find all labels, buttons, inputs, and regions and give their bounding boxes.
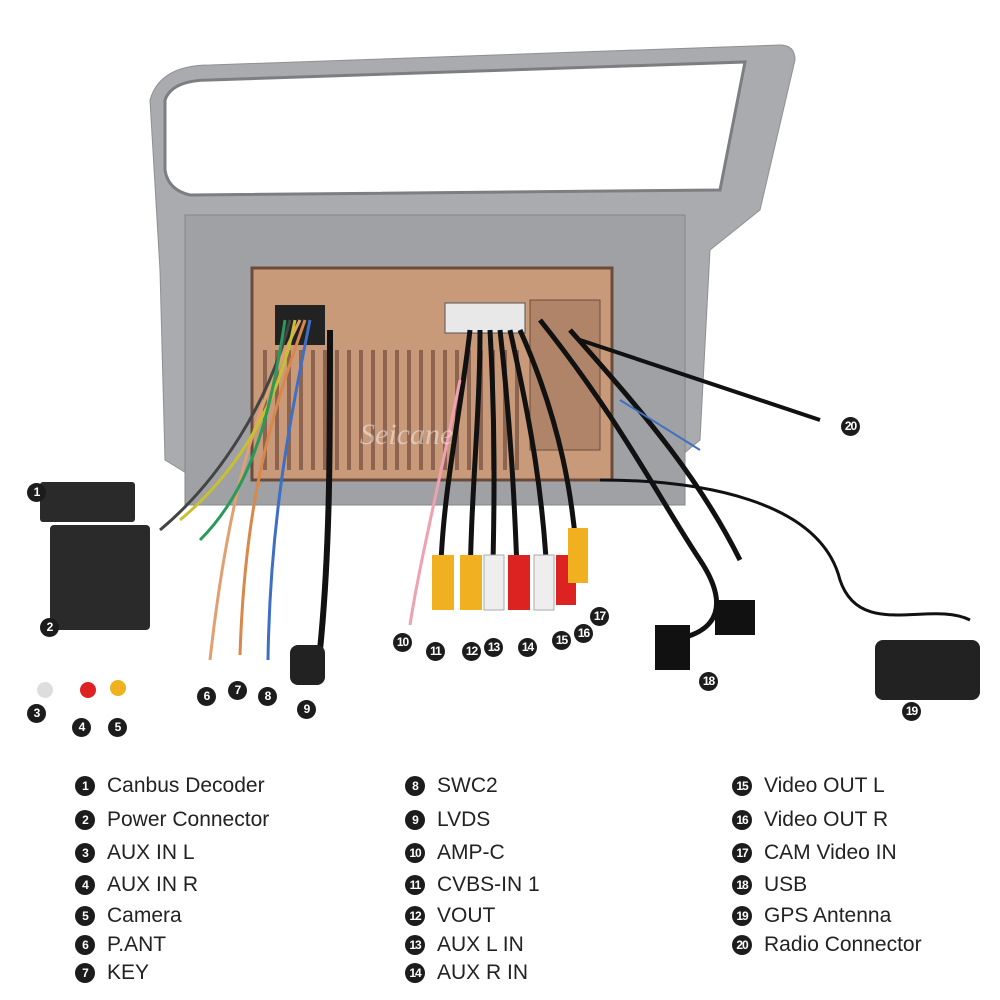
legend-item: 19 GPS Antenna [732, 904, 891, 928]
legend-number-badge: 18 [732, 875, 752, 895]
legend-item: 6 P.ANT [75, 933, 166, 957]
legend-label: Video OUT L [764, 774, 885, 797]
legend-number-badge: 13 [405, 935, 425, 955]
legend-item: 13 AUX L IN [405, 933, 524, 957]
legend-label: SWC2 [437, 774, 498, 797]
legend-number-badge: 16 [732, 810, 752, 830]
legend-label: Radio Connector [764, 933, 922, 956]
legend-item: 1 Canbus Decoder [75, 774, 265, 798]
legend-number-badge: 5 [75, 906, 95, 926]
legend-item: 14 AUX R IN [405, 961, 528, 985]
legend-item: 3 AUX IN L [75, 841, 195, 865]
radio-unit-chassis [250, 266, 614, 482]
callout-marker-20: 20 [841, 417, 860, 436]
legend-item: 7 KEY [75, 961, 149, 985]
legend-item: 4 AUX IN R [75, 873, 198, 897]
legend-label: P.ANT [107, 933, 167, 956]
callout-marker-6: 6 [197, 687, 216, 706]
legend-item: 12 VOUT [405, 904, 495, 928]
legend-number-badge: 14 [405, 963, 425, 983]
legend-number-badge: 3 [75, 843, 95, 863]
callout-marker-17: 17 [590, 607, 609, 626]
legend-item: 18 USB [732, 873, 807, 897]
callout-marker-7: 7 [228, 681, 247, 700]
connectors [37, 482, 980, 700]
legend-number-badge: 1 [75, 776, 95, 796]
legend-label: CVBS-IN 1 [437, 873, 540, 896]
legend-number-badge: 15 [732, 776, 752, 796]
legend-number-badge: 7 [75, 963, 95, 983]
legend-label: KEY [107, 961, 150, 984]
legend-number-badge: 2 [75, 810, 95, 830]
watermark: Seicane [360, 418, 454, 451]
legend-item: 20 Radio Connector [732, 933, 922, 957]
callout-marker-11: 11 [426, 642, 445, 661]
legend-item: 16 Video OUT R [732, 808, 888, 832]
legend-item: 11 CVBS-IN 1 [405, 873, 540, 897]
legend-item: 5 Camera [75, 904, 182, 928]
legend-label: CAM Video IN [764, 841, 897, 864]
callout-marker-13: 13 [484, 638, 503, 657]
callout-marker-18: 18 [699, 672, 718, 691]
legend-label: AMP-C [437, 841, 505, 864]
legend-number-badge: 9 [405, 810, 425, 830]
legend-label: GPS Antenna [764, 904, 892, 927]
callout-marker-10: 10 [393, 633, 412, 652]
legend-item: 8 SWC2 [405, 774, 498, 798]
callout-marker-4: 4 [72, 718, 91, 737]
callout-marker-16: 16 [574, 624, 593, 643]
legend-label: Canbus Decoder [107, 774, 265, 797]
legend-label: Camera [107, 904, 182, 927]
legend-item: 9 LVDS [405, 808, 490, 832]
callout-marker-15: 15 [552, 631, 571, 650]
legend-item: 15 Video OUT L [732, 774, 885, 798]
legend-number-badge: 12 [405, 906, 425, 926]
callout-marker-2: 2 [40, 618, 59, 637]
callout-marker-1: 1 [27, 483, 46, 502]
legend-number-badge: 8 [405, 776, 425, 796]
legend-number-badge: 19 [732, 906, 752, 926]
legend-label: LVDS [437, 808, 491, 831]
legend-item: 2 Power Connector [75, 808, 269, 832]
legend-label: AUX R IN [437, 961, 529, 984]
legend-number-badge: 6 [75, 935, 95, 955]
legend-item: 10 AMP-C [405, 841, 505, 865]
callout-marker-3: 3 [27, 704, 46, 723]
legend-label: Video OUT R [764, 808, 889, 831]
callout-marker-8: 8 [258, 687, 277, 706]
legend-number-badge: 11 [405, 875, 425, 895]
callout-marker-5: 5 [108, 718, 127, 737]
legend-label: AUX IN R [107, 873, 199, 896]
head-unit-illustration [37, 44, 980, 700]
legend-label: USB [764, 873, 808, 896]
legend-item: 17 CAM Video IN [732, 841, 897, 865]
callout-marker-14: 14 [518, 638, 537, 657]
legend-number-badge: 10 [405, 843, 425, 863]
callout-marker-9: 9 [297, 700, 316, 719]
callout-marker-12: 12 [462, 642, 481, 661]
legend-number-badge: 4 [75, 875, 95, 895]
legend-number-badge: 20 [732, 935, 752, 955]
legend-label: AUX L IN [437, 933, 524, 956]
legend-label: VOUT [437, 904, 496, 927]
callout-marker-19: 19 [902, 702, 921, 721]
legend-number-badge: 17 [732, 843, 752, 863]
legend-label: Power Connector [107, 808, 270, 831]
legend-label: AUX IN L [107, 841, 195, 864]
